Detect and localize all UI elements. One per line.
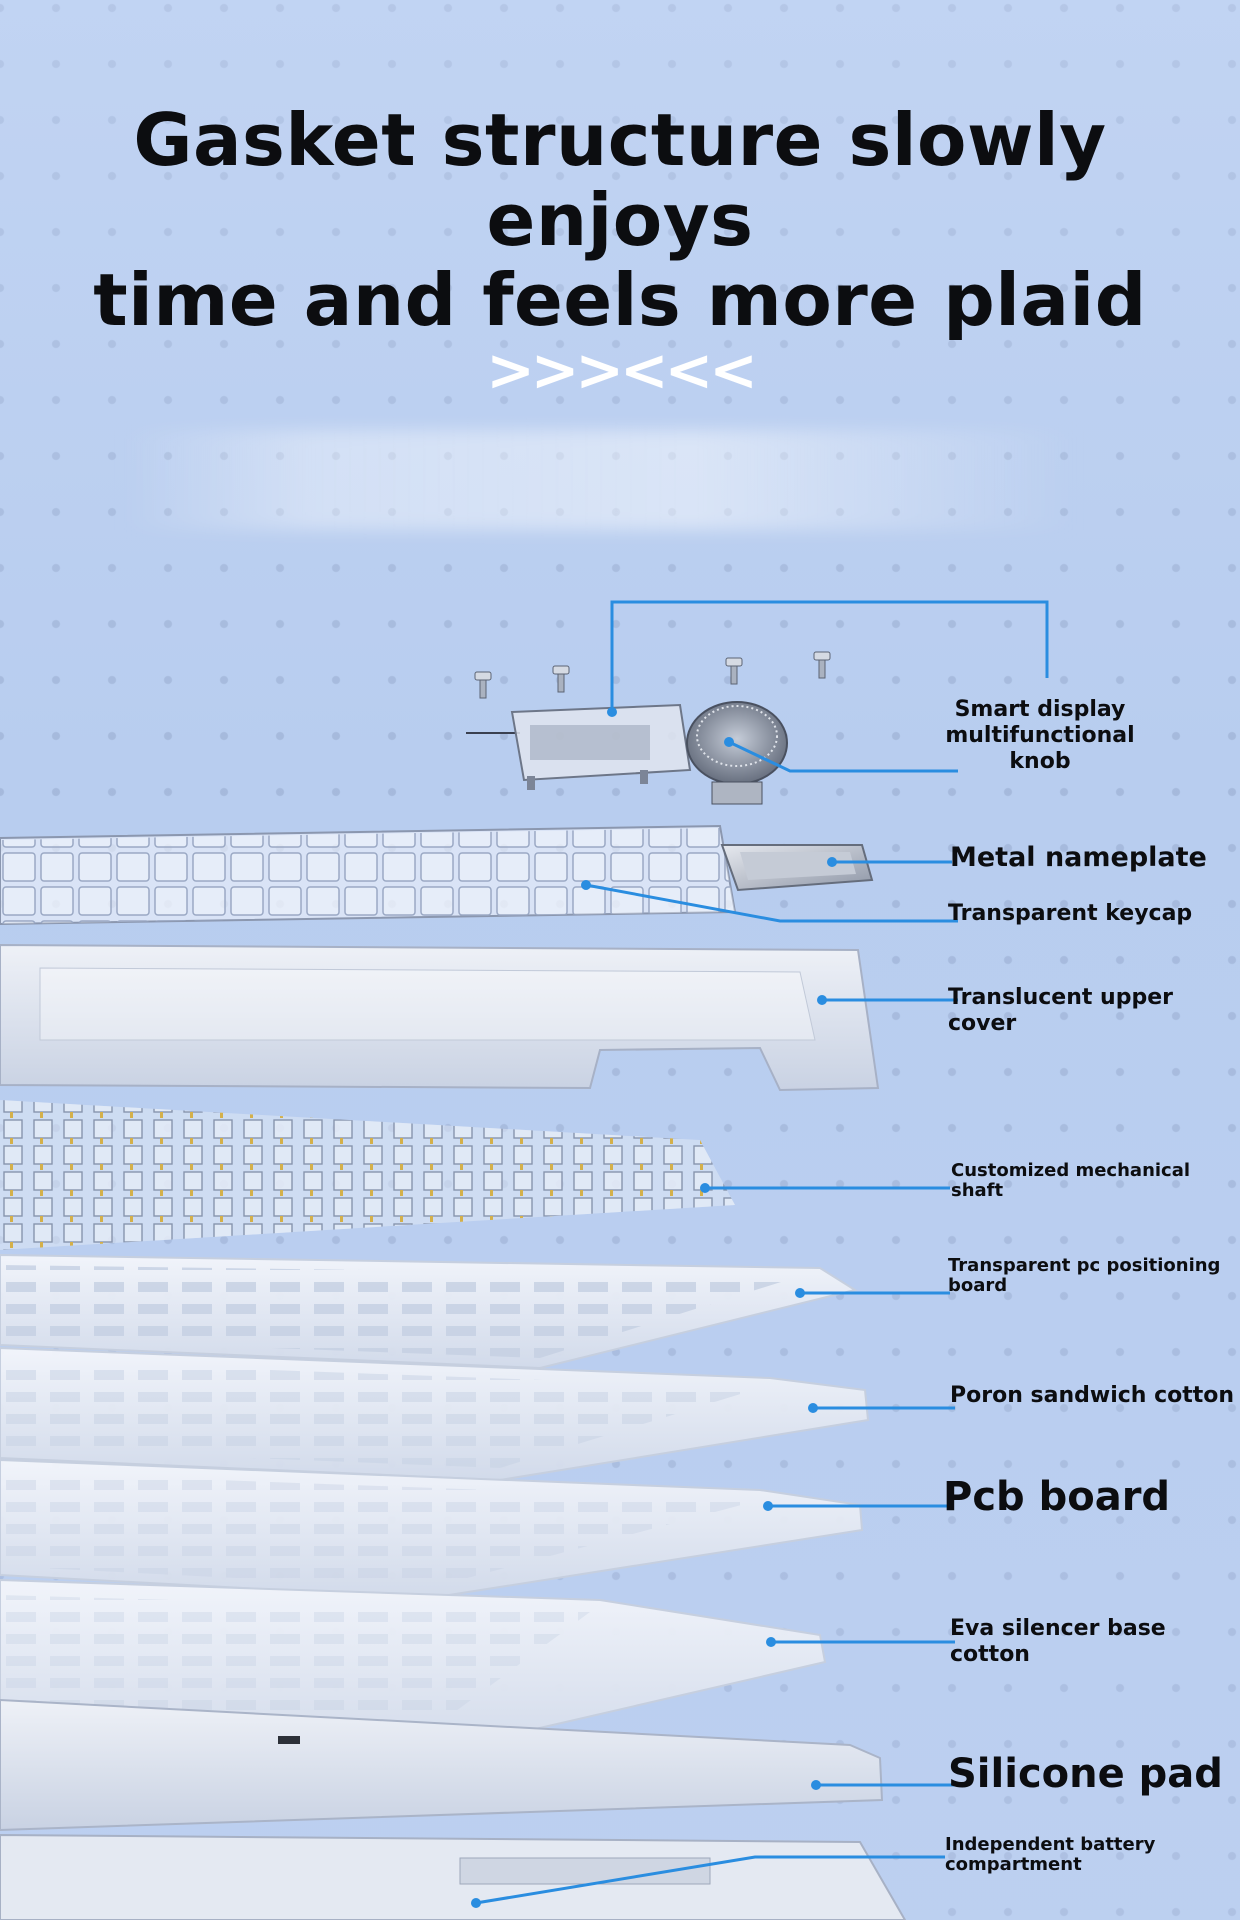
chevron-divider-icon: >>><<<	[486, 336, 758, 404]
label-translucent-upper-cover: Translucent upper cover	[948, 985, 1173, 1036]
pc-positioning-board	[0, 1253, 858, 1370]
battery-compartment	[0, 1833, 907, 1920]
metal-nameplate	[720, 844, 874, 892]
label-knob: Smart display multifunctional knob	[935, 697, 1145, 775]
mechanical-shaft-layer	[0, 1100, 735, 1250]
label-battery-line-1: Independent battery	[945, 1834, 1156, 1855]
callout-lines	[475, 600, 1049, 1905]
page-headline: Gasket structure slowly enjoys time and …	[20, 100, 1220, 340]
label-pc-board-line-2: board	[948, 1275, 1008, 1296]
callout-dots	[471, 707, 837, 1908]
label-pcb-board: Pcb board	[943, 1474, 1171, 1520]
label-mechanical-shaft: Customized mechanical shaft	[951, 1160, 1191, 1201]
silicone-pad-bottom-case	[0, 1698, 884, 1832]
label-knob-line-2: multifunctional	[945, 723, 1135, 748]
label-battery-compartment: Independent battery compartment	[945, 1835, 1155, 1875]
headline-line-1: Gasket structure slowly enjoys	[133, 98, 1107, 262]
label-eva-silencer: Eva silencer base cotton	[950, 1616, 1166, 1667]
label-knob-line-3: knob	[1009, 749, 1071, 774]
transparent-keycap-layer	[0, 824, 737, 926]
translucent-upper-cover	[0, 943, 880, 1092]
pcb-board	[0, 1458, 864, 1600]
label-battery-line-2: compartment	[945, 1854, 1082, 1875]
blurred-keyboard-strip	[120, 430, 1080, 530]
label-poron-sandwich-cotton: Poron sandwich cotton	[950, 1383, 1235, 1408]
headline-line-2: time and feels more plaid	[93, 258, 1147, 342]
label-pc-positioning-board: Transparent pc positioning board	[948, 1256, 1220, 1296]
label-transparent-keycap: Transparent keycap	[948, 901, 1193, 926]
label-knob-line-1: Smart display	[954, 697, 1126, 722]
screw-icons	[474, 651, 831, 699]
poron-sandwich-cotton	[0, 1346, 870, 1482]
knob-module	[466, 701, 788, 805]
label-metal-nameplate: Metal nameplate	[950, 842, 1207, 873]
label-pc-board-line-1: Transparent pc positioning	[948, 1255, 1221, 1276]
label-silicone-pad: Silicone pad	[948, 1751, 1223, 1797]
